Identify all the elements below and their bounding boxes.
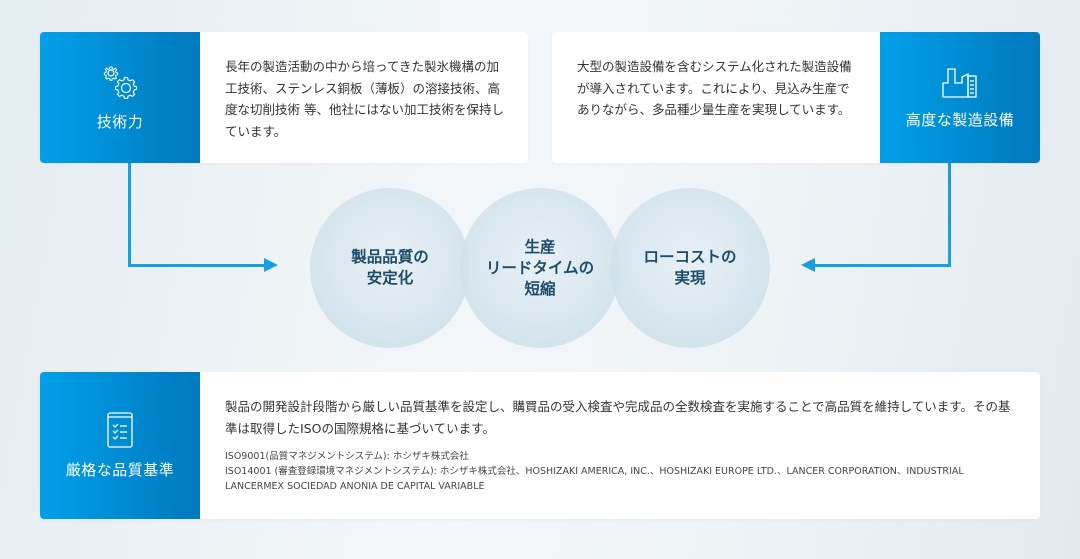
circle-low-cost: ローコストの 実現 <box>610 188 770 348</box>
checklist-icon <box>106 411 134 449</box>
tech-card: 技術力 長年の製造活動の中から培ってきた製氷機構の加工技術、ステンレス銅板（薄板… <box>40 32 528 163</box>
iso-9001-line: ISO9001(品質マネジメントシステム): ホシザキ株式会社 <box>225 451 469 462</box>
equipment-title: 高度な製造設備 <box>905 111 1015 129</box>
factory-icon <box>940 65 980 99</box>
gears-icon <box>100 63 140 101</box>
equipment-header: 高度な製造設備 <box>880 32 1040 163</box>
iso-list: ISO9001(品質マネジメントシステム): ホシザキ株式会社 ISO14001… <box>225 449 1016 494</box>
tech-title: 技術力 <box>96 113 144 131</box>
tech-header: 技術力 <box>40 32 200 163</box>
quality-card: 厳格な品質基準 製品の開発設計段階から厳しい品質基準を設定し、購買品の受入検査や… <box>40 372 1040 519</box>
tech-description: 長年の製造活動の中から培ってきた製氷機構の加工技術、ステンレス銅板（薄板）の溶接… <box>225 59 504 139</box>
quality-body: 製品の開発設計段階から厳しい品質基準を設定し、購買品の受入検査や完成品の全数検査… <box>200 372 1040 519</box>
circle-quality-stability: 製品品質の 安定化 <box>310 188 470 348</box>
quality-title: 厳格な品質基準 <box>65 461 175 479</box>
quality-header: 厳格な品質基準 <box>40 372 200 519</box>
circle-lead-time: 生産 リードタイムの 短縮 <box>460 188 620 348</box>
quality-description: 製品の開発設計段階から厳しい品質基準を設定し、購買品の受入検査や完成品の全数検査… <box>225 399 1011 436</box>
equipment-description: 大型の製造設備を含むシステム化された製造設備が導入されています。これにより、見込… <box>577 59 852 117</box>
iso-14001-line: ISO14001 (審査登録環境マネジメントシステム): ホシザキ株式会社、HO… <box>225 466 964 492</box>
equipment-card: 大型の製造設備を含むシステム化された製造設備が導入されています。これにより、見込… <box>552 32 1040 163</box>
